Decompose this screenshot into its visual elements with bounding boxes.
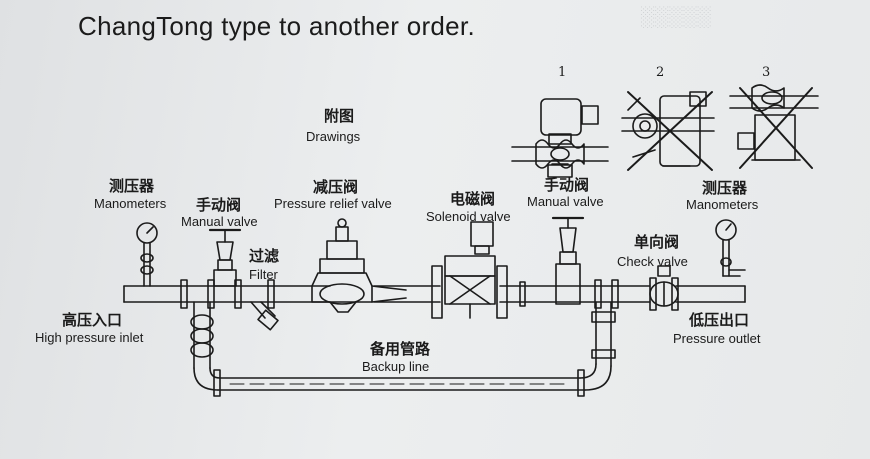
- drawing-option-1: [511, 98, 609, 178]
- manometers-left-en: Manometers: [94, 196, 167, 211]
- manual-valve-right-en: Manual valve: [527, 194, 604, 209]
- left-manometer: [136, 222, 158, 287]
- backup-line: [190, 301, 616, 397]
- check-valve-cn: 单向阀: [634, 233, 680, 251]
- check-valve: [649, 265, 679, 311]
- drawing-option-2-number: 2: [656, 65, 665, 80]
- manometers-right-cn: 测压器: [702, 179, 748, 197]
- bleed-through-background: ░░░░░: [640, 6, 711, 28]
- pressure-relief-valve-en: Pressure relief valve: [274, 196, 392, 211]
- solenoid-valve: [431, 221, 508, 319]
- drawing-option-3: [729, 84, 819, 169]
- check-valve-en: Check valve: [617, 254, 688, 269]
- high-pressure-inlet-cn: 高压入口: [62, 311, 123, 329]
- filter-en: Filter: [249, 267, 278, 282]
- filter: [250, 301, 279, 331]
- right-manometer: [715, 219, 746, 277]
- page-title: ChangTong type to another order.: [78, 11, 475, 41]
- drawing-option-3-number: 3: [762, 65, 771, 80]
- solenoid-valve-en: Solenoid valve: [426, 209, 511, 224]
- drawings-label-cn: 附图: [324, 107, 355, 125]
- backup-line-cn: 备用管路: [370, 340, 431, 358]
- main-pipe: [123, 279, 746, 309]
- pressure-relief-valve: [311, 218, 407, 313]
- backup-line-en: Backup line: [362, 359, 430, 374]
- filter-cn: 过滤: [249, 247, 280, 265]
- left-manual-valve: [208, 228, 242, 287]
- manual-valve-right-cn: 手动阀: [544, 176, 590, 194]
- manual-valve-left-cn: 手动阀: [196, 196, 242, 214]
- manual-valve-left-en: Manual valve: [181, 214, 258, 229]
- drawing-option-1-number: 1: [558, 65, 567, 80]
- manometers-left-cn: 测压器: [109, 177, 155, 195]
- high-pressure-inlet-en: High pressure inlet: [35, 330, 144, 345]
- drawings-label-en: Drawings: [306, 129, 361, 144]
- pressure-outlet-cn: 低压出口: [689, 311, 750, 329]
- pressure-outlet-en: Pressure outlet: [673, 331, 761, 346]
- drawing-option-2: [621, 91, 715, 171]
- right-manual-valve: [551, 216, 585, 305]
- solenoid-valve-cn: 电磁阀: [450, 190, 496, 208]
- pressure-relief-valve-cn: 减压阀: [313, 178, 359, 196]
- manometers-right-en: Manometers: [686, 197, 759, 212]
